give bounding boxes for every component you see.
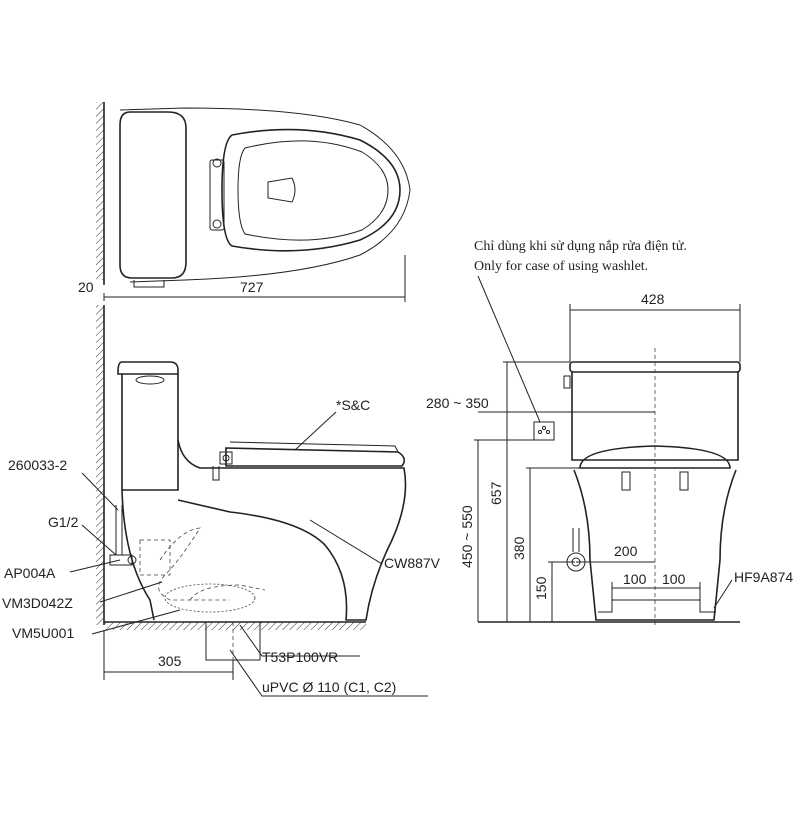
front-power-outlet [533,421,555,441]
top-dim-wall-offset: 20 [78,279,94,295]
front-dim-outlet-range: 280 ~ 350 [426,395,489,411]
side-seat [225,447,406,467]
front-dim-width: 428 [641,291,665,307]
top-wall [96,102,104,280]
label-thread: G1/2 [48,514,79,530]
label-hose: 260033-2 [8,457,67,473]
top-seat [221,128,401,252]
label-pipe: uPVC Ø 110 (C1, C2) [262,679,396,695]
front-dim-bolt-right: 100 [662,571,686,587]
side-bowl-body [177,439,407,621]
side-view: 305 *S&C CW887V 260033-2 G1/2 AP004A VM3… [2,305,441,697]
label-bowl: CW887V [384,555,441,571]
side-wall [96,305,104,625]
note-vietnamese: Chỉ dùng khi sử dụng nắp rửa điện tử. [474,239,687,254]
label-valve: AP004A [4,565,56,581]
label-flange: VM3D042Z [2,595,73,611]
top-outlet-hole [267,177,296,203]
label-trap: T53P100VR [262,649,338,665]
front-view: Chỉ dùng khi sử dụng nắp rửa điện tử. On… [426,239,793,625]
side-tank [117,361,179,375]
side-dim-rough-in: 305 [158,653,182,669]
front-bowl-body [573,469,737,621]
label-bolts: HF9A874 [734,569,793,585]
front-dim-outlet-height: 450 ~ 550 [459,505,475,568]
label-adapter: VM5U001 [12,625,74,641]
top-dim-length: 727 [240,279,264,295]
front-dim-supply-offset: 200 [614,543,638,559]
front-dim-supply-height: 150 [533,576,549,600]
label-seat: *S&C [336,397,370,413]
front-dim-bolt-left: 100 [623,571,647,587]
side-valve [127,555,137,565]
top-tank [119,111,187,279]
front-dim-height: 657 [488,481,504,505]
flush-button [135,375,165,385]
side-floor [104,622,366,630]
front-dim-seat-height: 380 [511,536,527,560]
top-view: 20 727 [78,102,411,302]
note-english: Only for case of using washlet. [474,259,648,274]
